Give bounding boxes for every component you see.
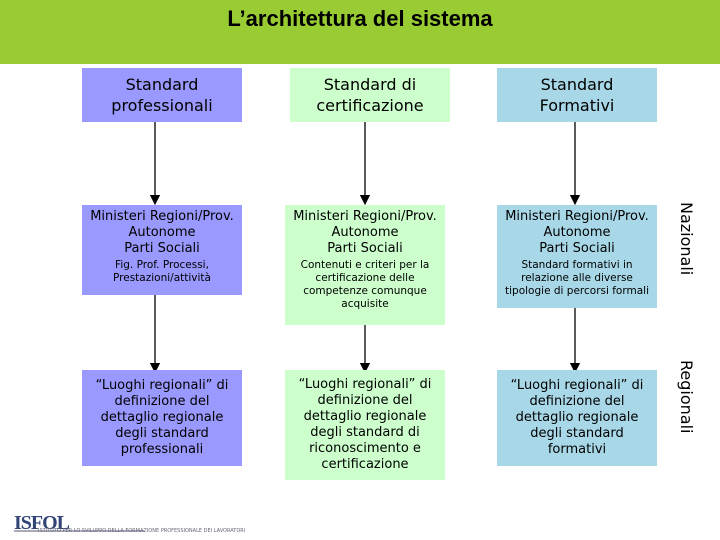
regional-line: degli standard di [310,425,420,440]
logo-divider [14,530,144,532]
logo-tagline: ISTITUTO PER LO SVILUPPO DELLA FORMAZION… [38,528,246,534]
title-bar [0,0,720,64]
national-sub-line: tipologie di percorsi formali [505,285,649,297]
national-line: Autonome [331,225,399,240]
national-line: Autonome [543,225,611,240]
regional-line: dettaglio regionale [515,410,639,425]
regional-line: riconoscimento e [309,441,421,456]
national-sub-line: relazione alle diverse [521,272,633,284]
regional-line: degli standard [530,426,624,441]
national-sub-line: Standard formativi in [521,259,633,271]
regional-line: “Luoghi regionali” di [95,378,229,393]
regional-line: “Luoghi regionali” di [510,378,644,393]
national-line: Parti Sociali [539,241,615,256]
header-box-professional: Standard professionali [82,68,242,122]
isfol-logo: ISFOL [14,512,70,534]
regional-line: professionali [120,442,204,457]
regional-box-certification: “Luoghi regionali” di definizione del de… [285,370,445,480]
header-line: Standard di [323,75,417,94]
regional-box-formative: “Luoghi regionali” di definizione del de… [497,370,657,466]
national-sub-line: acquisite [341,298,389,310]
regional-line: degli standard [115,426,209,441]
regional-box-professional: “Luoghi regionali” di definizione del de… [82,370,242,466]
national-line: Autonome [128,225,196,240]
header-box-formative: Standard Formativi [497,68,657,122]
national-sub-line: Prestazioni/attività [113,272,211,284]
header-line: Standard [125,75,199,94]
page-title: L’architettura del sistema [227,6,493,31]
side-label-national: Nazionali [677,202,696,276]
regional-line: “Luoghi regionali” di [298,377,432,392]
national-line: Parti Sociali [327,241,403,256]
national-line: Parti Sociali [124,241,200,256]
national-sub-line: certificazione delle [315,272,415,284]
regional-line: definizione del [114,394,210,409]
header-line: certificazione [316,96,424,115]
national-line: Ministeri Regioni/Prov. [505,209,649,224]
national-box-professional: Ministeri Regioni/Prov. Autonome Parti S… [82,205,242,295]
national-line: Ministeri Regioni/Prov. [90,209,234,224]
regional-line: dettaglio regionale [100,410,224,425]
header-line: Standard [540,75,614,94]
national-sub-line: competenze comunque [303,285,427,297]
national-sub-line: Fig. Prof. Processi, [115,259,209,271]
national-box-formative: Ministeri Regioni/Prov. Autonome Parti S… [497,205,657,308]
side-label-regional: Regionali [677,360,696,434]
regional-line: certificazione [321,457,409,472]
national-box-certification: Ministeri Regioni/Prov. Autonome Parti S… [285,205,445,325]
header-line: Formativi [539,96,615,115]
header-line: professionali [111,96,213,115]
regional-line: formativi [547,442,607,457]
regional-line: definizione del [317,393,413,408]
regional-line: definizione del [529,394,625,409]
national-line: Ministeri Regioni/Prov. [293,209,437,224]
national-sub-line: Contenuti e criteri per la [300,259,430,271]
regional-line: dettaglio regionale [303,409,427,424]
header-box-certification: Standard di certificazione [290,68,450,122]
